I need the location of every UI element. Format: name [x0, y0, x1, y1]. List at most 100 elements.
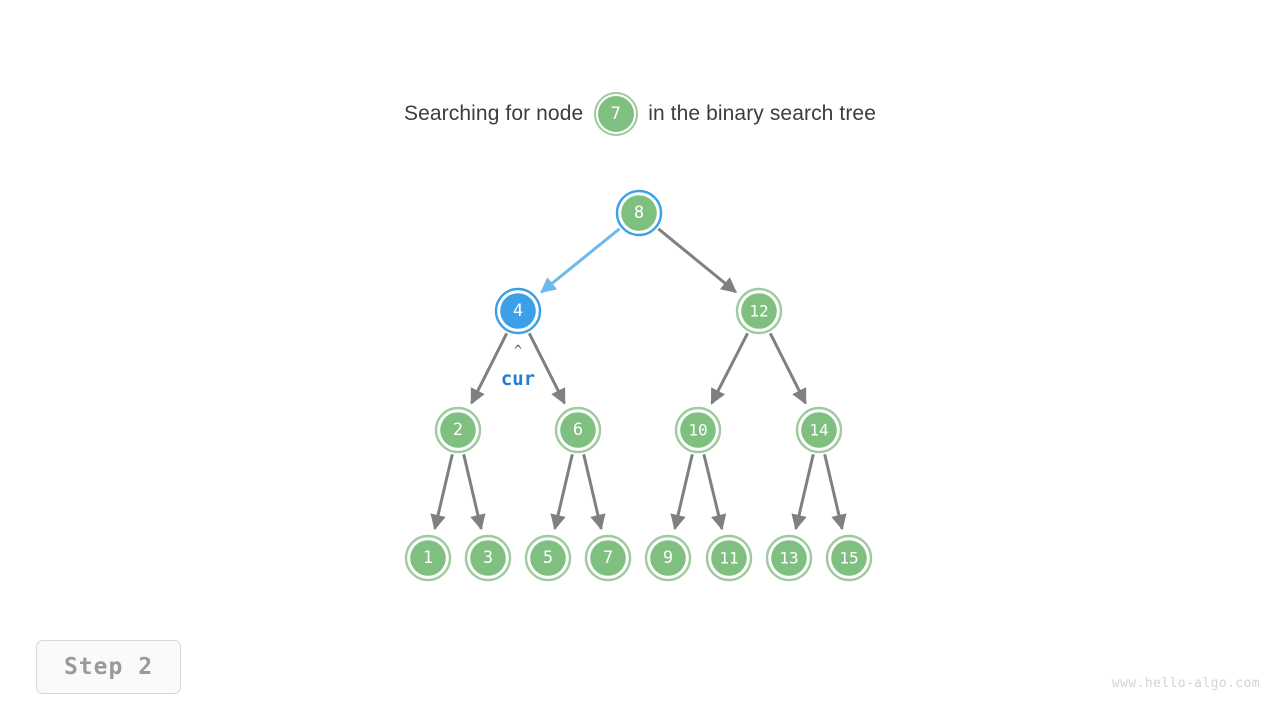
tree-edge-2-to-3	[462, 453, 486, 531]
node-outer-ring	[554, 406, 602, 454]
tree-node-9[interactable]: 9	[644, 534, 692, 582]
node-disc	[741, 293, 777, 329]
node-disc	[801, 412, 837, 448]
tree-node-15[interactable]: 15	[825, 534, 873, 582]
node-disc	[680, 412, 716, 448]
node-value: 14	[809, 421, 828, 440]
watermark: www.hello-algo.com	[1111, 676, 1260, 691]
tree-edge-8-to-4	[540, 227, 621, 294]
node-inner-ring	[407, 537, 449, 579]
node-outer-ring	[434, 406, 482, 454]
node-value: 13	[779, 549, 798, 568]
node-inner-ring	[677, 409, 719, 451]
node-outer-ring	[584, 534, 632, 582]
node-inner-ring	[647, 537, 689, 579]
tree-edge-14-to-13	[791, 453, 815, 531]
tree-edge-4-to-6	[527, 332, 566, 405]
node-disc	[530, 540, 566, 576]
title-suffix: in the binary search tree	[648, 102, 876, 125]
tree-edge-4-to-2	[470, 332, 509, 405]
node-disc	[440, 412, 476, 448]
tree-node-13[interactable]: 13	[765, 534, 813, 582]
tree-edge-12-to-10	[710, 332, 749, 405]
tree-node-2[interactable]: 2	[434, 406, 482, 454]
node-value: 8	[634, 203, 644, 223]
tree-node-3[interactable]: 3	[464, 534, 512, 582]
tree-edge-6-to-7	[582, 453, 606, 531]
node-inner-ring	[497, 290, 539, 332]
node-disc	[831, 540, 867, 576]
node-disc	[711, 540, 747, 576]
node-value: 7	[603, 548, 613, 568]
tree-edge-6-to-5	[550, 453, 574, 531]
tree-node-12[interactable]: 12	[735, 287, 783, 335]
node-value: 2	[453, 420, 463, 440]
tree-edge-10-to-9	[670, 453, 694, 531]
tree-node-11[interactable]: 11	[705, 534, 753, 582]
tree-edges	[430, 227, 847, 531]
node-outer-ring	[644, 534, 692, 582]
node-outer-ring	[615, 189, 663, 237]
tree-edge-10-to-11	[702, 453, 727, 531]
node-outer-ring	[795, 406, 843, 454]
page-title: Searching for node 7 in the binary searc…	[0, 92, 1280, 136]
node-disc	[500, 293, 536, 329]
node-inner-ring	[798, 409, 840, 451]
node-value: 1	[423, 548, 433, 568]
cur-pointer: ^ cur	[501, 344, 535, 391]
node-outer-ring	[705, 534, 753, 582]
tree-node-10[interactable]: 10	[674, 406, 722, 454]
node-inner-ring	[768, 537, 810, 579]
node-inner-ring	[828, 537, 870, 579]
tree-node-1[interactable]: 1	[404, 534, 452, 582]
node-outer-ring	[464, 534, 512, 582]
title-prefix: Searching for node	[404, 102, 584, 125]
node-disc	[650, 540, 686, 576]
node-outer-ring	[825, 534, 873, 582]
node-inner-ring	[708, 537, 750, 579]
node-value: 11	[719, 549, 738, 568]
node-inner-ring	[587, 537, 629, 579]
title-badge-ring	[593, 92, 638, 136]
node-disc	[560, 412, 596, 448]
title-target-node-badge: 7	[593, 92, 638, 136]
node-inner-ring	[527, 537, 569, 579]
step-badge: Step 2	[36, 640, 181, 694]
node-outer-ring	[735, 287, 783, 335]
tree-node-4[interactable]: 4	[494, 287, 542, 335]
tree-node-14[interactable]: 14	[795, 406, 843, 454]
tree-edge-2-to-1	[430, 453, 454, 531]
node-outer-ring	[765, 534, 813, 582]
node-inner-ring	[557, 409, 599, 451]
node-value: 15	[839, 549, 858, 568]
node-inner-ring	[618, 192, 660, 234]
tree-node-8[interactable]: 8	[615, 189, 663, 237]
tree-edge-8-to-12	[657, 227, 737, 294]
node-value: 4	[513, 301, 523, 321]
tree-edge-12-to-14	[768, 332, 807, 405]
tree-edge-14-to-15	[823, 453, 847, 531]
node-disc	[410, 540, 446, 576]
node-outer-ring	[404, 534, 452, 582]
node-disc	[470, 540, 506, 576]
cur-pointer-label: cur	[501, 368, 535, 390]
tree-node-7[interactable]: 7	[584, 534, 632, 582]
node-value: 5	[543, 548, 553, 568]
node-disc	[771, 540, 807, 576]
node-value: 10	[688, 421, 707, 440]
node-value: 9	[663, 548, 673, 568]
node-disc	[590, 540, 626, 576]
node-outer-ring	[494, 287, 542, 335]
tree-node-6[interactable]: 6	[554, 406, 602, 454]
node-disc	[621, 195, 657, 231]
node-value: 6	[573, 420, 583, 440]
node-outer-ring	[674, 406, 722, 454]
cur-pointer-caret: ^	[514, 344, 522, 359]
node-inner-ring	[738, 290, 780, 332]
title-badge-value: 7	[597, 96, 634, 132]
node-inner-ring	[437, 409, 479, 451]
node-value: 12	[749, 302, 768, 321]
tree-node-5[interactable]: 5	[524, 534, 572, 582]
